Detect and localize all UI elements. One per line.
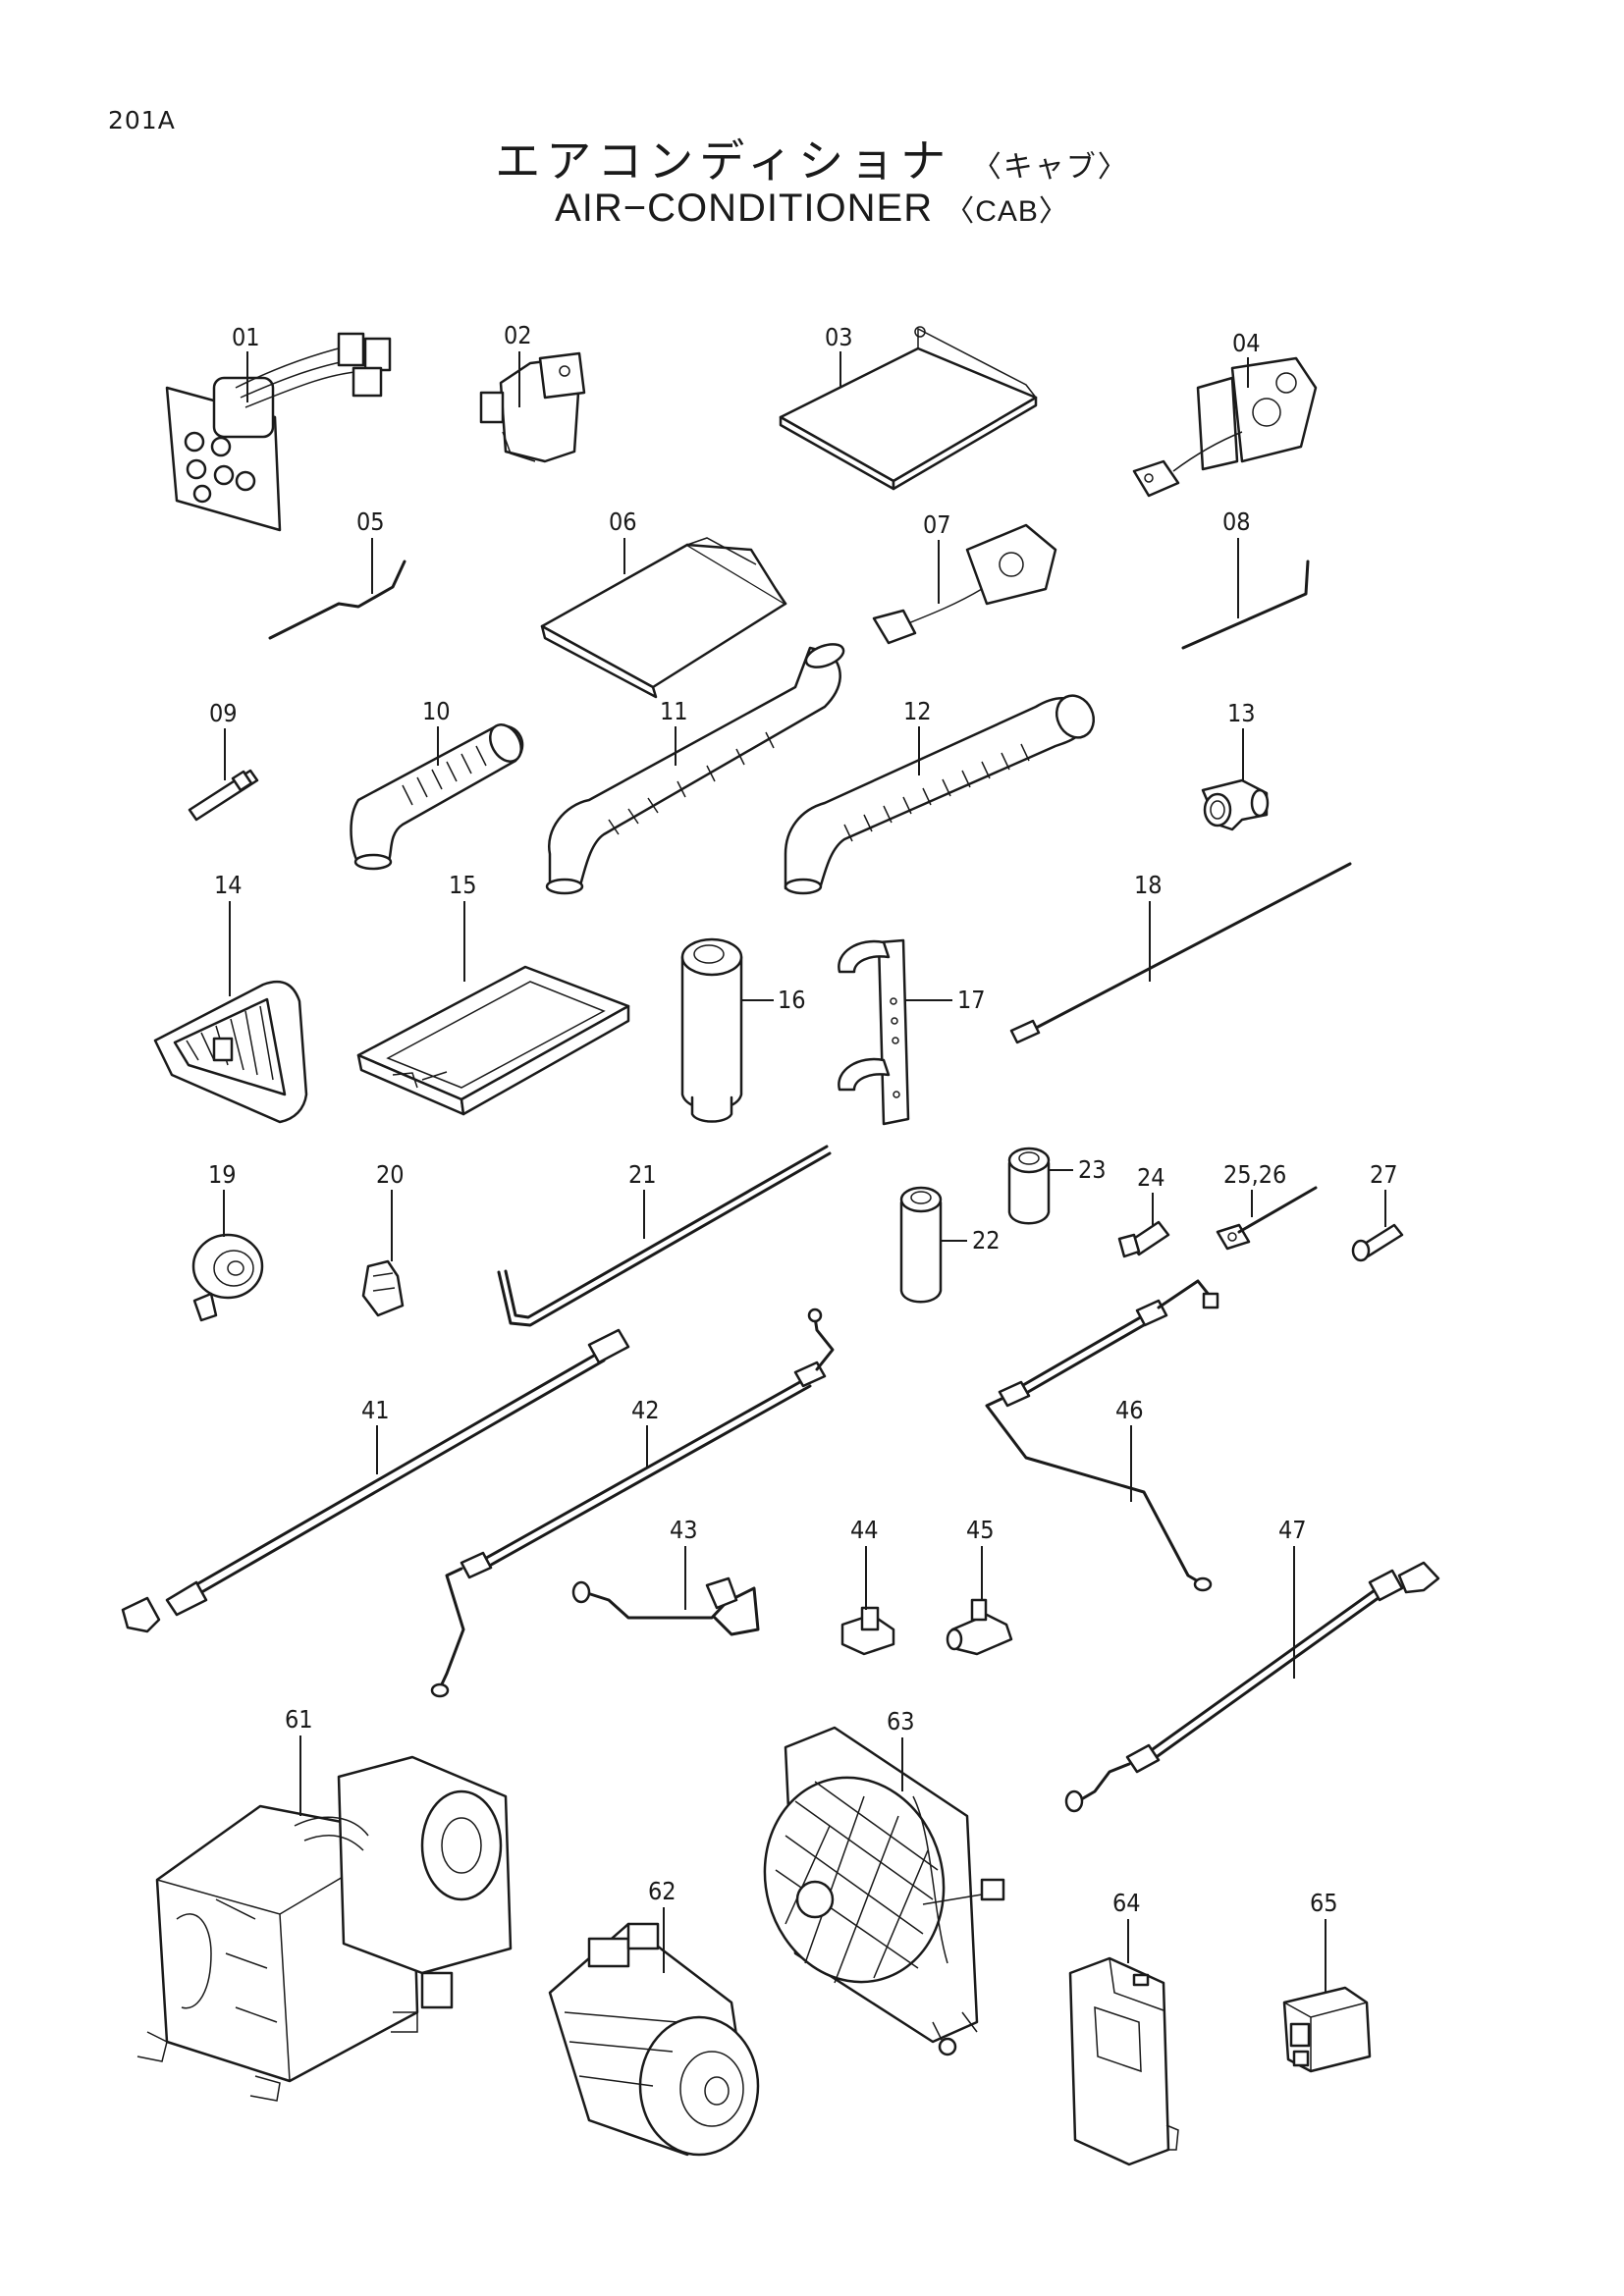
- callout-44: 44: [850, 1516, 879, 1544]
- part-07-actuator[interactable]: [872, 523, 1057, 645]
- callout-12: 12: [903, 697, 932, 725]
- page-code: 201A: [108, 106, 176, 134]
- part-47-hose[interactable]: [1064, 1561, 1440, 1813]
- callout-04: 04: [1232, 329, 1261, 357]
- part-04-actuator[interactable]: [1132, 356, 1318, 498]
- callout-24: 24: [1137, 1163, 1165, 1192]
- part-15-cover[interactable]: [356, 965, 630, 1116]
- part-21-pipe[interactable]: [497, 1145, 832, 1327]
- part-22-cylinder[interactable]: [899, 1186, 943, 1304]
- callout-10: 10: [422, 697, 451, 725]
- callout-46: 46: [1115, 1396, 1144, 1424]
- callout-47: 47: [1278, 1516, 1307, 1544]
- callout-63: 63: [887, 1707, 915, 1735]
- part-01-switch-harness[interactable]: [165, 332, 392, 532]
- part-20-clip[interactable]: [361, 1259, 405, 1317]
- callout-41: 41: [361, 1396, 390, 1424]
- callout-25-26: 25,26: [1223, 1160, 1286, 1189]
- part-65-relay[interactable]: [1282, 1986, 1372, 2073]
- part-46-hose[interactable]: [985, 1279, 1219, 1592]
- part-05-rod[interactable]: [268, 560, 406, 640]
- callout-22: 22: [972, 1226, 1001, 1255]
- part-41-hose[interactable]: [121, 1328, 630, 1633]
- part-08-rod[interactable]: [1181, 560, 1310, 650]
- part-25-26-bracket[interactable]: [1216, 1186, 1318, 1251]
- part-63-condenser-fan[interactable]: [742, 1726, 1005, 2056]
- page-title-jp: エアコンディショナ 〈キャブ〉: [0, 126, 1624, 190]
- callout-62: 62: [648, 1877, 677, 1905]
- title-jp-text: エアコンディショナ: [495, 134, 952, 187]
- part-16-receiver-drier[interactable]: [680, 937, 743, 1123]
- part-06-filter-plate[interactable]: [540, 537, 787, 699]
- callout-17: 17: [957, 986, 986, 1014]
- callout-11: 11: [660, 697, 688, 725]
- callout-43: 43: [670, 1516, 698, 1544]
- part-43-pipe[interactable]: [571, 1576, 760, 1636]
- title-en-text: AIR−CONDITIONER: [555, 187, 934, 230]
- callout-05: 05: [356, 507, 385, 536]
- part-18-rod[interactable]: [1009, 862, 1352, 1044]
- callout-13: 13: [1227, 699, 1256, 727]
- part-24-fitting[interactable]: [1117, 1220, 1170, 1258]
- callout-16: 16: [778, 986, 806, 1014]
- callout-18: 18: [1134, 871, 1163, 899]
- callout-23: 23: [1078, 1155, 1107, 1184]
- callout-03: 03: [825, 323, 853, 351]
- callout-08: 08: [1222, 507, 1251, 536]
- part-13-elbow[interactable]: [1201, 778, 1270, 831]
- callout-61: 61: [285, 1705, 313, 1734]
- part-44-connector[interactable]: [840, 1606, 895, 1656]
- part-64-control-unit[interactable]: [1068, 1956, 1179, 2166]
- callout-15: 15: [449, 871, 477, 899]
- callout-07: 07: [923, 510, 951, 539]
- part-17-bracket[interactable]: [838, 938, 910, 1126]
- callout-42: 42: [631, 1396, 660, 1424]
- part-42-hose[interactable]: [430, 1308, 835, 1698]
- part-45-tee-fitting[interactable]: [946, 1598, 1013, 1656]
- part-19-pulley[interactable]: [191, 1233, 264, 1322]
- part-62-compressor[interactable]: [548, 1922, 760, 2157]
- callout-45: 45: [966, 1516, 995, 1544]
- title-jp-subtitle: 〈キャブ〉: [971, 150, 1129, 185]
- part-09-pin[interactable]: [188, 769, 259, 822]
- callout-06: 06: [609, 507, 637, 536]
- callout-64: 64: [1112, 1889, 1141, 1917]
- part-61-air-conditioner-unit[interactable]: [136, 1755, 513, 2102]
- callout-65: 65: [1310, 1889, 1338, 1917]
- callout-27: 27: [1370, 1160, 1398, 1189]
- callout-21: 21: [628, 1160, 657, 1189]
- title-en-subtitle: 〈CAB〉: [945, 195, 1069, 228]
- part-03-filter-panel[interactable]: [779, 326, 1038, 491]
- callout-20: 20: [376, 1160, 405, 1189]
- callout-02: 02: [504, 321, 532, 349]
- part-02-relay[interactable]: [479, 351, 586, 463]
- part-27-bolt[interactable]: [1351, 1223, 1404, 1262]
- part-23-cylinder[interactable]: [1007, 1147, 1051, 1225]
- callout-09: 09: [209, 699, 238, 727]
- part-14-vent-grille[interactable]: [153, 980, 308, 1124]
- page-title-en: AIR−CONDITIONER 〈CAB〉: [0, 187, 1624, 231]
- part-10-duct-hose[interactable]: [350, 720, 528, 871]
- callout-01: 01: [232, 323, 260, 351]
- callout-14: 14: [214, 871, 243, 899]
- part-11-duct-hose[interactable]: [545, 640, 846, 895]
- part-12-duct-hose[interactable]: [784, 689, 1101, 895]
- callout-19: 19: [208, 1160, 237, 1189]
